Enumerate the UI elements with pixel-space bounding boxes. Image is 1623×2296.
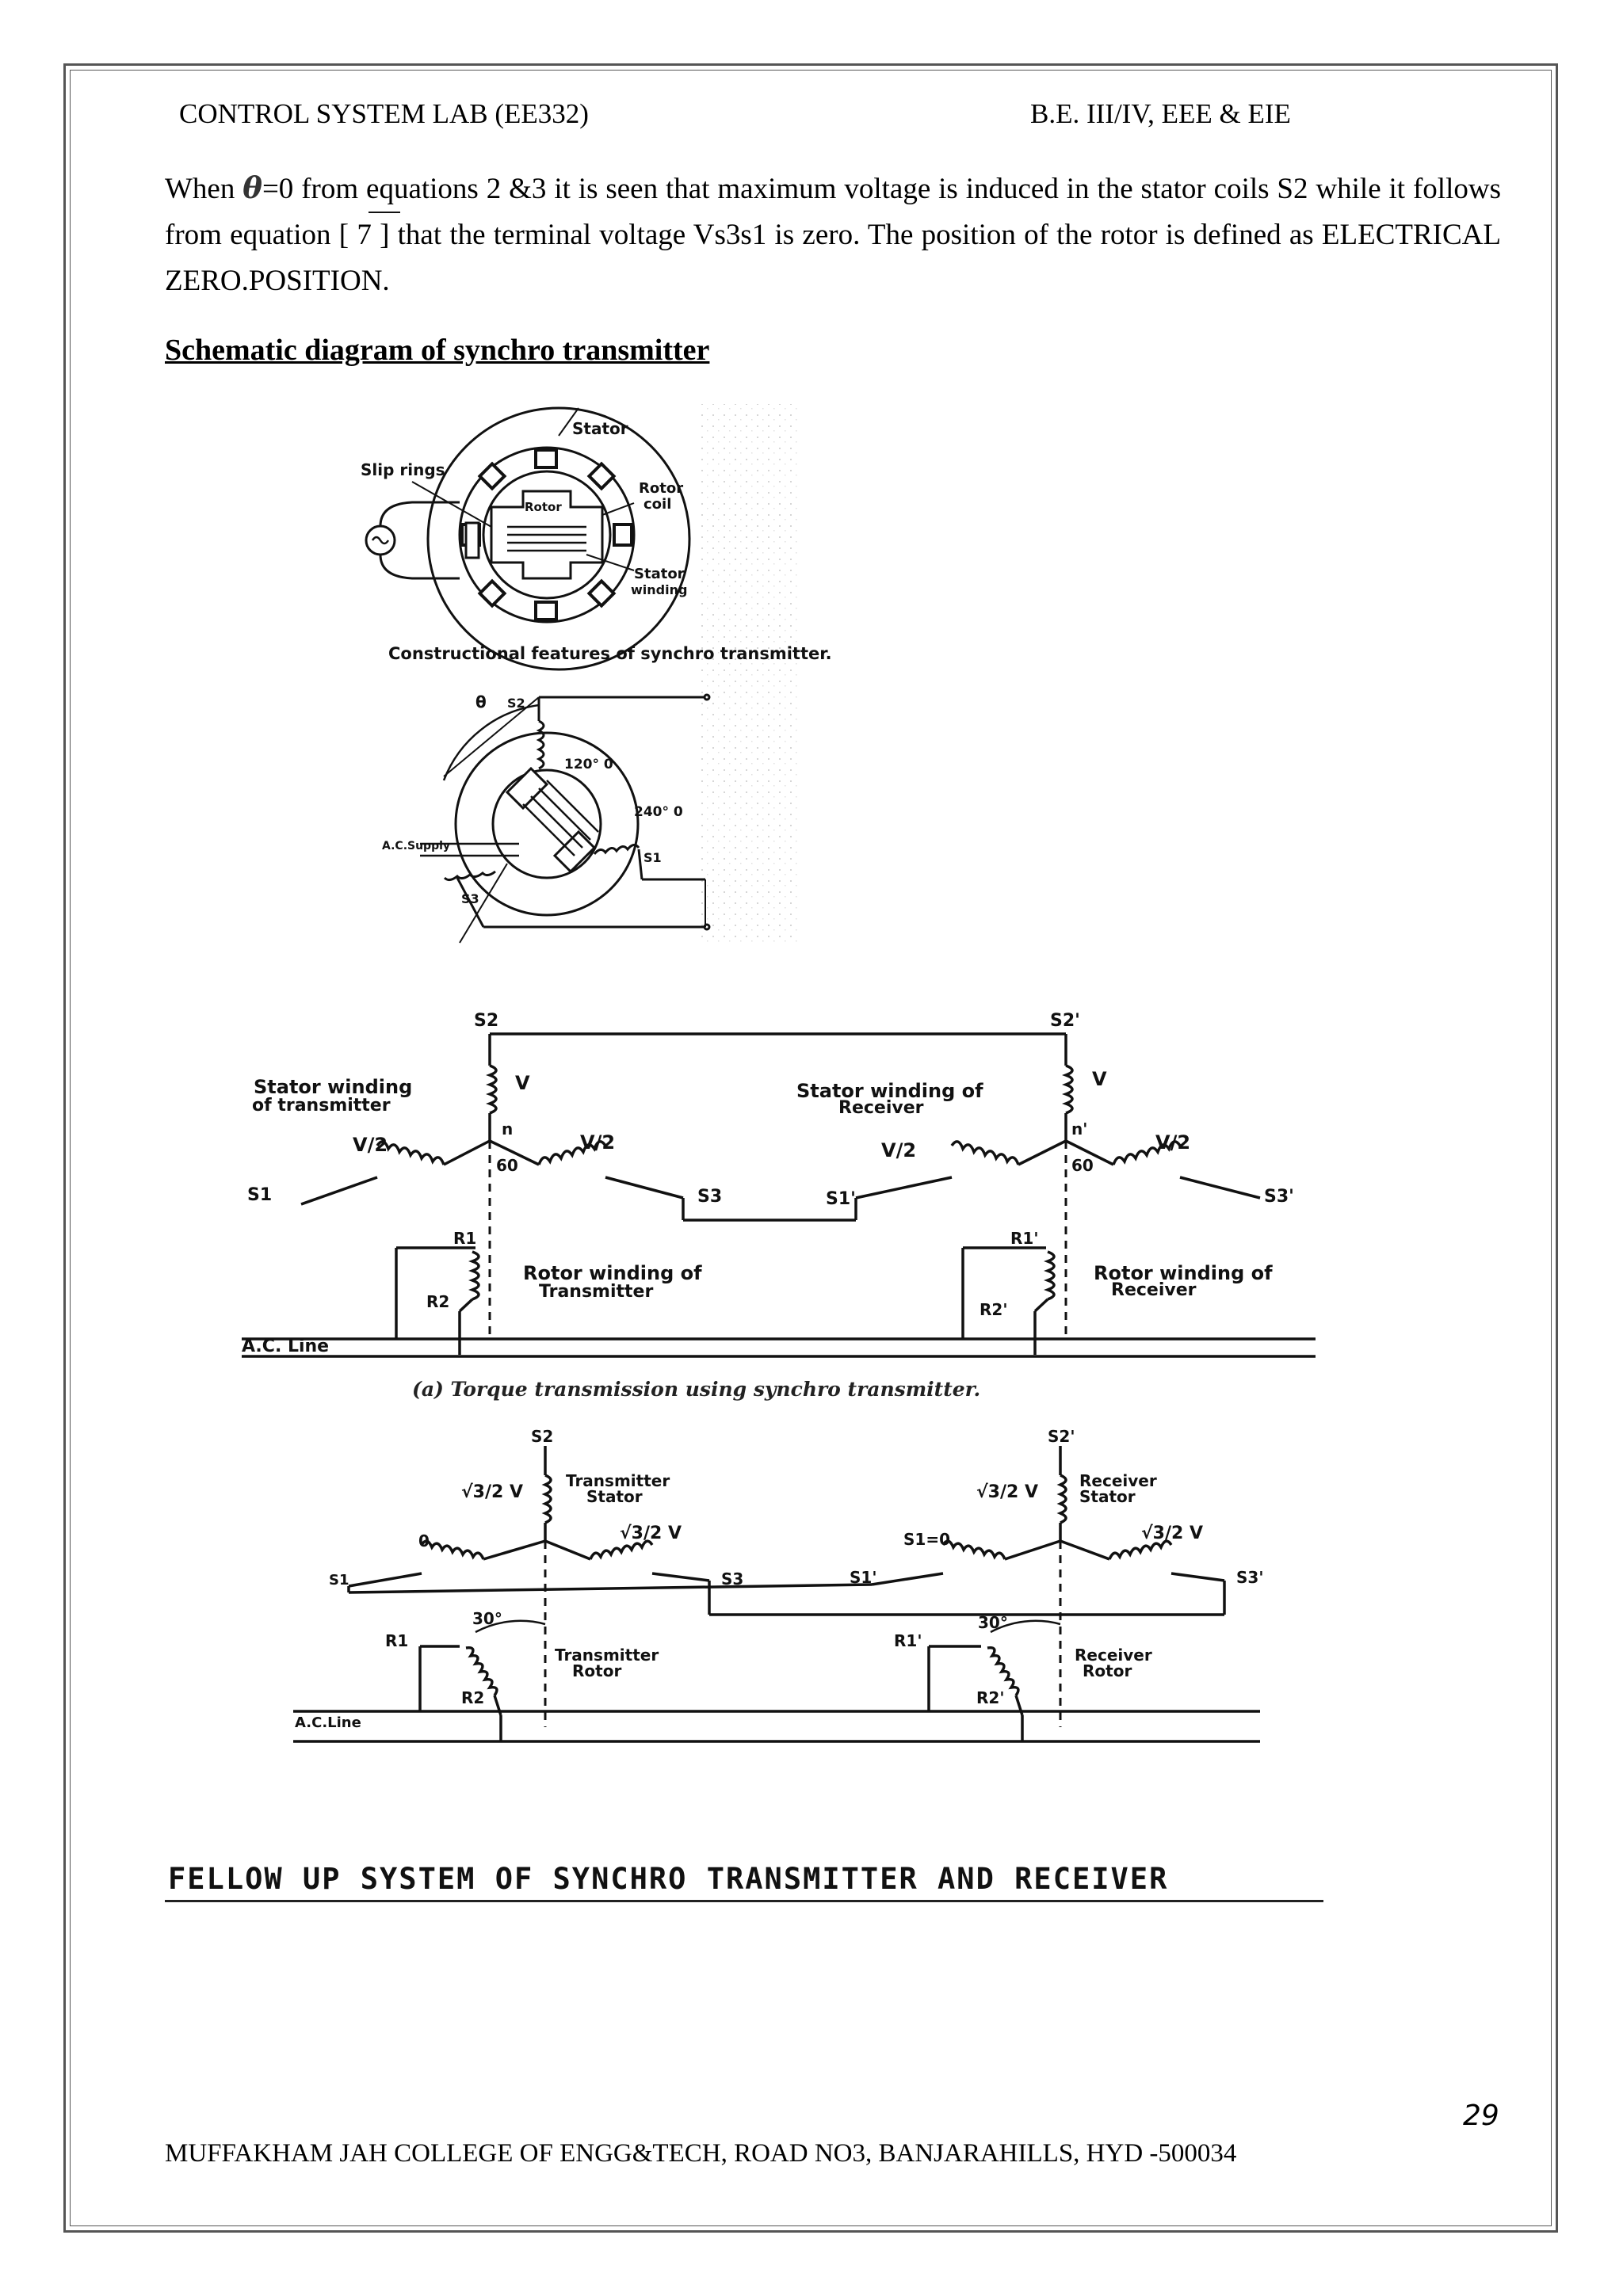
footer-address: MUFFAKHAM JAH COLLEGE OF ENGG&TECH, ROAD… [165, 2139, 1237, 2168]
label-stator-rx-1: Stator winding of [796, 1080, 983, 1102]
body-paragraph: When θ=0 from equations 2 &3 it is seen … [165, 165, 1501, 304]
figure1-labels: Stator Slip rings Rotor Rotor coil Stato… [361, 419, 832, 663]
label-30-left: 30° [472, 1609, 502, 1628]
label-rotor-coil-1: Rotor [639, 480, 683, 497]
label-30-right: 30° [978, 1613, 1008, 1632]
label-v2-b: V/2 [580, 1131, 615, 1154]
label-rx-stator-2: Stator [1079, 1487, 1136, 1506]
figure-torque-transmission [242, 1032, 1316, 1358]
figure-bottom-title: FELLOW UP SYSTEM OF SYNCHRO TRANSMITTER … [168, 1862, 1169, 1896]
label-stator-tx-2: of transmitter [252, 1096, 391, 1116]
label-r2-prime: R2' [980, 1300, 1007, 1319]
label-tx-stator-1: Transmitter [566, 1471, 670, 1490]
label-stator-winding-1: Stator [634, 566, 685, 582]
figure-rotated-position [293, 1446, 1260, 1743]
label-stator-tx-1: Stator winding [254, 1076, 412, 1098]
label-stator-rx-2: Receiver [838, 1098, 924, 1118]
label-r2: R2 [461, 1688, 484, 1707]
label-s2: S2 [507, 696, 525, 711]
label-theta: θ [475, 692, 487, 711]
label-s3-prime: S3' [1264, 1187, 1294, 1207]
figure2-labels: θ S2 120° 0 240° 0 S1 S3 A.C.Supply [382, 692, 683, 906]
label-120: 120° 0 [564, 757, 613, 772]
label-s2-prime: S2' [1050, 1011, 1080, 1031]
label-ac-line: A.C. Line [242, 1337, 329, 1356]
label-s1-prime: S1' [826, 1189, 856, 1209]
label-r1: R1 [385, 1631, 408, 1650]
label-v2-d: V/2 [1155, 1131, 1190, 1154]
figure3-caption: (a) Torque transmission using synchro tr… [412, 1378, 980, 1401]
label-stator-winding-2: winding [631, 582, 687, 597]
page-border-inner [70, 70, 1552, 2226]
label-s3-prime: S3' [1236, 1568, 1263, 1587]
label-r2: R2 [426, 1292, 449, 1311]
label-s2: S2 [531, 1427, 553, 1446]
label-rotor-rx-1: Rotor winding of [1094, 1262, 1273, 1284]
label-rotor: Rotor [525, 500, 562, 514]
figure3-labels: S2 S2' V V Stator winding of transmitter… [242, 1011, 1294, 1401]
label-rotor-coil-2: coil [643, 496, 671, 513]
label-s1-prime: S1' [850, 1568, 876, 1587]
label-tx-rotor-2: Rotor [572, 1661, 621, 1680]
label-s2-prime: S2' [1048, 1427, 1075, 1446]
label-tx-stator-2: Stator [586, 1487, 643, 1506]
label-s1: S1 [643, 850, 662, 865]
label-s1-zero: S1=0 [903, 1530, 950, 1549]
section-title: Schematic diagram of synchro transmitter [165, 334, 710, 367]
label-s3: S3 [697, 1187, 722, 1207]
label-slip-rings: Slip rings [361, 460, 445, 479]
theta-symbol: θ [242, 170, 262, 205]
label-tx-rotor-1: Transmitter [555, 1646, 659, 1665]
label-60-right: 60 [1071, 1156, 1094, 1175]
label-r2-prime: R2' [976, 1688, 1004, 1707]
page-number: 29 [1463, 2100, 1499, 2132]
label-v2-a: V/2 [353, 1134, 388, 1156]
label-ac-supply: A.C.Supply [382, 840, 450, 852]
label-rx-rotor-2: Rotor [1083, 1661, 1132, 1680]
label-s3: S3 [461, 891, 479, 906]
figure-synchro-phasor [420, 693, 711, 944]
label-ac-line: A.C.Line [295, 1714, 361, 1731]
paragraph-start: When [165, 173, 243, 205]
stator-circle [426, 406, 691, 671]
label-v2-c: V/2 [881, 1139, 916, 1161]
label-240: 240° 0 [634, 804, 683, 820]
header-course: CONTROL SYSTEM LAB (EE332) [179, 98, 589, 129]
figure-synchro-construction [365, 212, 800, 943]
label-r1-prime: R1' [1010, 1229, 1038, 1248]
stator-ring-outer [454, 731, 640, 917]
label-s2: S2 [474, 1011, 498, 1031]
label-v-left: V [515, 1072, 530, 1094]
label-zero: 0 [418, 1531, 430, 1550]
label-n-prime: n' [1071, 1119, 1087, 1138]
page-border-outer [63, 63, 1558, 2233]
figure4-labels: S2 S2' √3/2 V √3/2 V Transmitter Stator … [295, 1427, 1263, 1731]
label-r1: R1 [453, 1229, 476, 1248]
label-v-rx: √3/2 V [976, 1482, 1038, 1502]
label-n: n [502, 1119, 513, 1138]
label-rotor-tx-2: Transmitter [539, 1282, 653, 1302]
bottom-title-underline [165, 1900, 1323, 1902]
header-program: B.E. III/IV, EEE & EIE [1030, 98, 1291, 129]
label-s1: S1 [329, 1572, 349, 1589]
label-v-tx: √3/2 V [461, 1482, 523, 1502]
paragraph-rest: =0 from equations 2 &3 it is seen that m… [165, 173, 1501, 297]
label-v-right: V [1092, 1068, 1107, 1090]
label-r1-prime: R1' [894, 1631, 922, 1650]
label-v-tx2: √3/2 V [620, 1524, 682, 1543]
figure1-caption: Constructional features of synchro trans… [388, 644, 832, 663]
label-s1: S1 [247, 1185, 272, 1205]
label-60-left: 60 [496, 1156, 518, 1175]
label-rotor-tx-1: Rotor winding of [523, 1262, 702, 1284]
label-rotor-rx-2: Receiver [1111, 1280, 1197, 1300]
rotor-ring [491, 769, 602, 879]
label-s3: S3 [721, 1569, 743, 1589]
label-stator: Stator [572, 419, 628, 438]
label-v-rx2: √3/2 V [1141, 1524, 1203, 1543]
label-rx-rotor-1: Receiver [1075, 1646, 1152, 1665]
label-rx-stator-1: Receiver [1079, 1471, 1157, 1490]
